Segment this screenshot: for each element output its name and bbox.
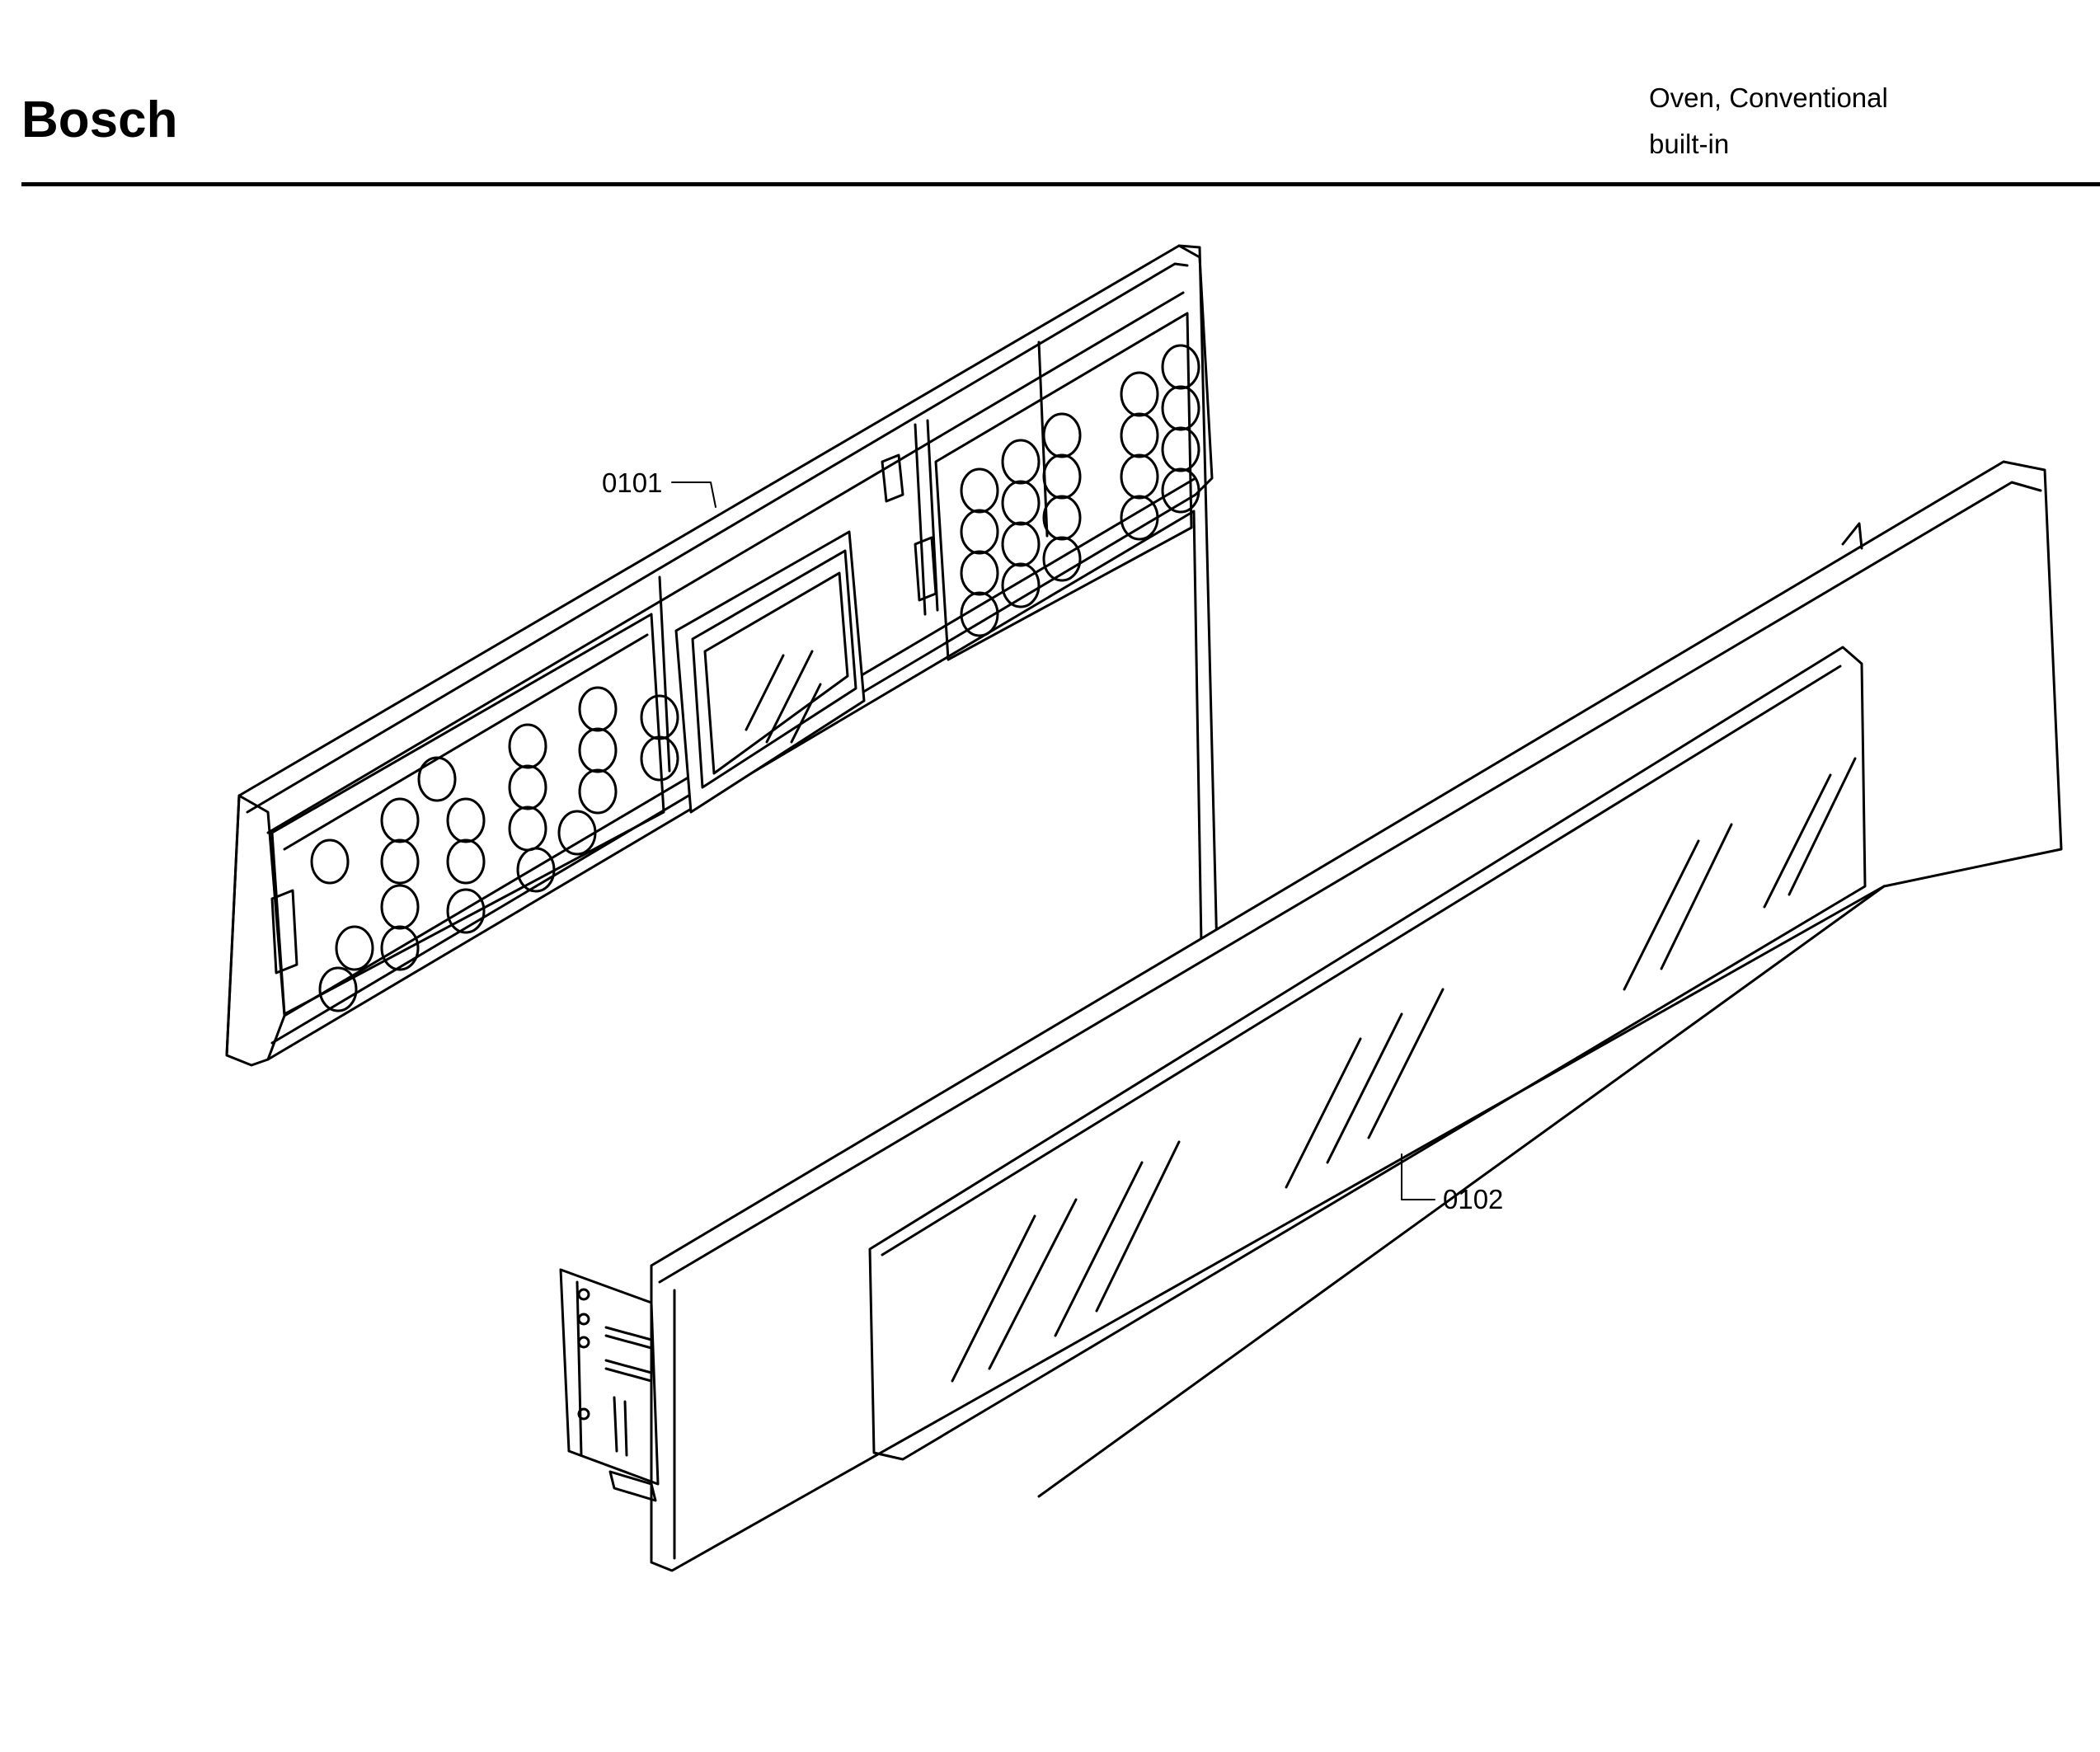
appliance-type: Oven, Conventional xyxy=(1649,82,1888,113)
part-0102-front-panel xyxy=(559,460,2063,1572)
brand-title: Bosch xyxy=(21,92,178,148)
button-cylinders xyxy=(310,344,1200,1012)
leader-line-0102 xyxy=(1401,1153,1435,1200)
glass-window xyxy=(868,646,1867,1461)
leader-line-0101 xyxy=(671,481,716,508)
part-0101-control-panel xyxy=(225,244,1222,1090)
part-label-0102: 0102 xyxy=(1443,1184,1503,1214)
display-screen xyxy=(674,530,866,814)
mounting-bracket xyxy=(559,1268,660,1502)
appliance-subtype: built-in xyxy=(1649,129,1730,159)
part-label-0101: 0101 xyxy=(602,467,662,498)
header-divider xyxy=(21,182,2100,186)
